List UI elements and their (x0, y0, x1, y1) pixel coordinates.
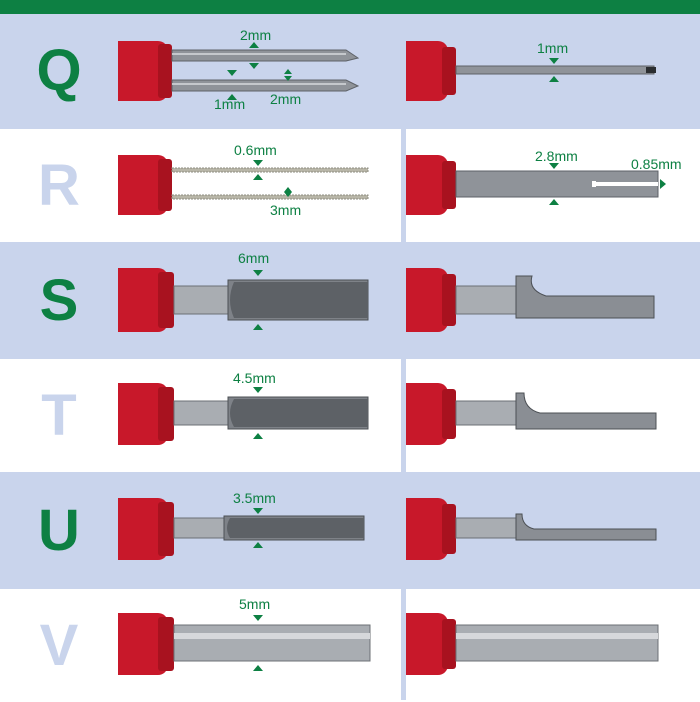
tool-t-front-image (118, 383, 369, 445)
tool-u-front: 3.5mm (118, 474, 401, 587)
red-handle-icon (118, 41, 172, 101)
arrow-marker-icon (253, 387, 263, 439)
dim-label: 1mm (537, 40, 569, 56)
tool-s-front: 6mm (118, 244, 401, 357)
row-letter-box: V (0, 589, 118, 702)
tool-u-side (406, 474, 700, 587)
dim-label: 0.6mm (234, 142, 277, 158)
dim-label: 3mm (270, 202, 302, 218)
red-handle-icon (406, 383, 456, 445)
row-v: V 5mm (0, 589, 700, 702)
red-handle-icon (406, 155, 456, 215)
dim-label: 5mm (239, 596, 271, 612)
tool-s-front-image (118, 268, 369, 332)
row-letter-box: T (0, 359, 118, 472)
arrow-marker-icon (253, 160, 292, 197)
row-u: U 3.5mm (0, 474, 700, 587)
red-handle-icon (406, 268, 456, 332)
arrow-marker-icon (253, 508, 263, 548)
arrow-marker-icon (549, 58, 559, 82)
row-letter: Q (36, 37, 82, 103)
tool-q-front: 2mm 1mm 2mm (118, 14, 401, 127)
tool-u-side-image (406, 498, 657, 560)
tool-r-side-image (406, 155, 666, 215)
row-letter-box: R (0, 129, 118, 242)
tool-v-front: 5mm (118, 589, 401, 702)
dim-label: 1mm (214, 96, 246, 112)
row-t: T 4.5mm (0, 359, 700, 472)
red-handle-icon (118, 383, 174, 445)
dim-label: 3.5mm (233, 490, 276, 506)
row-letter: T (41, 382, 77, 448)
row-letter: R (38, 152, 80, 218)
red-handle-icon (118, 613, 174, 675)
tool-t-side-image (406, 383, 657, 445)
row-letter: S (39, 267, 79, 333)
tool-s-side-image (406, 268, 655, 332)
row-q: Q 2mm 1mm 2mm 1mm (0, 14, 700, 127)
tool-s-side (406, 244, 700, 357)
red-handle-icon (406, 498, 456, 560)
dim-label: 6mm (238, 250, 270, 266)
tool-q-side: 1mm (406, 14, 700, 127)
tool-r-front: 0.6mm 3mm (118, 129, 401, 242)
dim-label: 0.85mm (631, 156, 682, 172)
row-letter: V (39, 612, 79, 678)
dim-label: 2.8mm (535, 148, 578, 164)
tool-v-front-image (118, 613, 371, 675)
red-handle-icon (406, 41, 456, 101)
tool-t-side (406, 359, 700, 472)
dim-label: 2mm (240, 27, 272, 43)
row-letter-box: Q (0, 14, 118, 127)
red-handle-icon (118, 498, 174, 560)
row-letter: U (38, 497, 80, 563)
row-r: R 0.6mm 3mm 2.8mm 0.85mm (0, 129, 700, 242)
column-divider (401, 14, 406, 700)
row-letter-box: S (0, 244, 118, 357)
dim-label: 2mm (270, 91, 302, 107)
tool-q-side-image (406, 41, 656, 101)
tool-u-front-image (118, 498, 365, 560)
arrow-marker-icon (253, 270, 263, 330)
tool-r-front-image (118, 155, 369, 215)
arrow-marker-icon (549, 163, 666, 205)
arrow-marker-icon (227, 42, 292, 100)
tool-q-front-image (118, 41, 360, 101)
tool-t-front: 4.5mm (118, 359, 401, 472)
row-s: S 6mm (0, 244, 700, 357)
red-handle-icon (406, 613, 456, 675)
arrow-marker-icon (253, 615, 263, 671)
tool-v-side-image (406, 613, 659, 675)
dim-label: 4.5mm (233, 370, 276, 386)
tool-r-side: 2.8mm 0.85mm (406, 129, 700, 242)
row-letter-box: U (0, 474, 118, 587)
red-handle-icon (118, 268, 174, 332)
red-handle-icon (118, 155, 172, 215)
tool-v-side (406, 589, 700, 702)
top-accent-bar (0, 0, 700, 14)
